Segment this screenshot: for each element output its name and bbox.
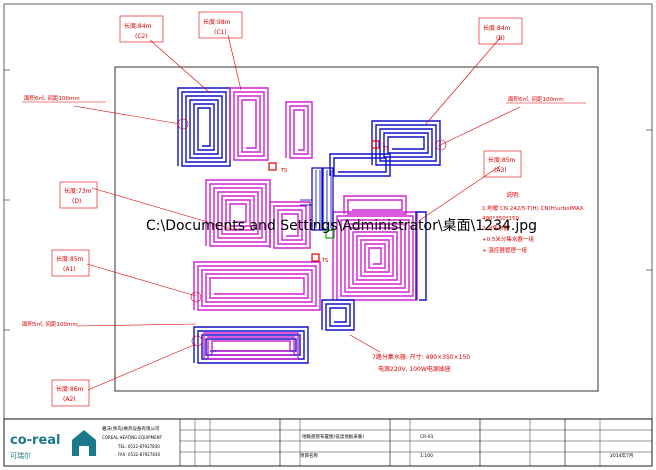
- coil-mid-mag: [343, 195, 407, 215]
- loop-name: (B): [496, 35, 505, 42]
- loop-length: 长度:85m: [488, 156, 516, 164]
- loop-length: 长度:85m: [56, 255, 84, 263]
- heating-coils: [177, 87, 441, 364]
- sheet-border: [3, 3, 653, 467]
- company-sub: COREAL HEATING EQUIPMENT: [102, 435, 163, 440]
- coil-a3: [332, 211, 418, 301]
- coil-d: [205, 179, 271, 247]
- loop-label-a3: 长度:85m (A3): [483, 150, 522, 178]
- coil-b: [371, 120, 441, 166]
- loop-length: 长度:84m: [124, 22, 152, 30]
- drawing-date: 2014年7月: [610, 452, 633, 459]
- coil-a2-inner: [203, 332, 299, 360]
- note-line: 1.地暖 CN 242/5-T(H) CN(H)urbolMAX: [482, 204, 584, 212]
- company-name: 雅沃(青岛)换热设备有限公司: [102, 425, 160, 432]
- manifold-note: 电源220V, 100W电源插座: [378, 365, 451, 373]
- house-icon: [72, 430, 96, 456]
- drawing-scale: 1:100: [420, 453, 433, 459]
- spacing-note: 面积6㎡, 间距100mm: [24, 94, 80, 102]
- loop-name: (A3): [494, 167, 507, 174]
- loop-name: (C2): [135, 33, 148, 40]
- company-tel: TEL: 0532-87927830: [117, 444, 160, 449]
- loop-label-d: 长度:73m (D): [59, 181, 98, 209]
- coil-c1-ext: [285, 101, 313, 159]
- file-path-overlay: C:\Documents and Settings\Administrator\…: [146, 218, 537, 234]
- coil-left-mag-ext: [269, 201, 311, 249]
- drawing-title: 地暖盘管布置图(低温地板采暖): [302, 433, 364, 440]
- note-line: + 温控器管理一组: [482, 246, 527, 254]
- loop-name: (C1): [214, 29, 227, 36]
- design-notes: 说明: 1.地暖 CN 242/5-T(H) CN(H)urbolMAX 490…: [482, 191, 584, 254]
- manifold-note: 7路分集水器: 尺寸: 490×350×150: [372, 353, 470, 361]
- coil-blue-mid: [321, 299, 355, 331]
- loop-label-a1: 长度:85m (A1): [51, 249, 90, 277]
- company-logo: co-real: [10, 433, 61, 448]
- loop-label-b: 长度:84m (B): [478, 17, 523, 45]
- thermostat-marker: [311, 253, 320, 262]
- loop-length: 长度:73m: [64, 187, 92, 195]
- room-outline: [114, 66, 599, 392]
- spacing-note: 面积6㎡, 间距100mm: [508, 95, 564, 103]
- company-logo-cn: 可瑞尔: [10, 451, 31, 460]
- loop-label-c2: 长度:84m (C2): [119, 15, 164, 43]
- company-fax: FAX: 0532-87927830: [118, 452, 160, 457]
- svg-text:TS: TS: [382, 146, 389, 152]
- loop-name: (D): [72, 198, 81, 205]
- loop-length: 长度:86m: [56, 385, 84, 393]
- loop-label-c1: 长度:98m (C1): [198, 11, 243, 39]
- notes-title: 说明:: [506, 191, 520, 199]
- coil-c1: [229, 87, 269, 161]
- spacing-note: 面积5㎡, 间距100mm: [22, 320, 78, 328]
- manifold: [300, 167, 335, 239]
- coil-a1: [193, 261, 321, 311]
- title-block: co-real 可瑞尔 雅沃(青岛)换热设备有限公司 COREAL HEATIN…: [3, 418, 653, 467]
- loop-name: (A1): [63, 266, 76, 273]
- note-line: +0.5米分集水器一组: [482, 235, 534, 243]
- loop-length: 长度:98m: [203, 18, 231, 26]
- svg-text:TS: TS: [321, 258, 328, 264]
- leader-lines: [73, 34, 521, 391]
- thermostat-marker: [268, 162, 277, 171]
- coil-a3-blue: [415, 211, 427, 301]
- loop-length: 长度:84m: [483, 24, 511, 32]
- coil-a2: [193, 326, 309, 364]
- note-line: 2.分集水器: [482, 224, 510, 232]
- coil-c2: [177, 87, 231, 167]
- project-name: 项目名称: [300, 452, 318, 459]
- note-line: 490*350*150: [482, 216, 519, 222]
- drawing-no: CR-01: [420, 434, 434, 440]
- thermostat-marker: [371, 140, 380, 149]
- loop-label-a2: 长度:86m (A2): [51, 379, 90, 407]
- coil-top-right-blue: [329, 153, 391, 177]
- loop-name: (A2): [63, 396, 76, 403]
- svg-text:TS: TS: [280, 168, 287, 174]
